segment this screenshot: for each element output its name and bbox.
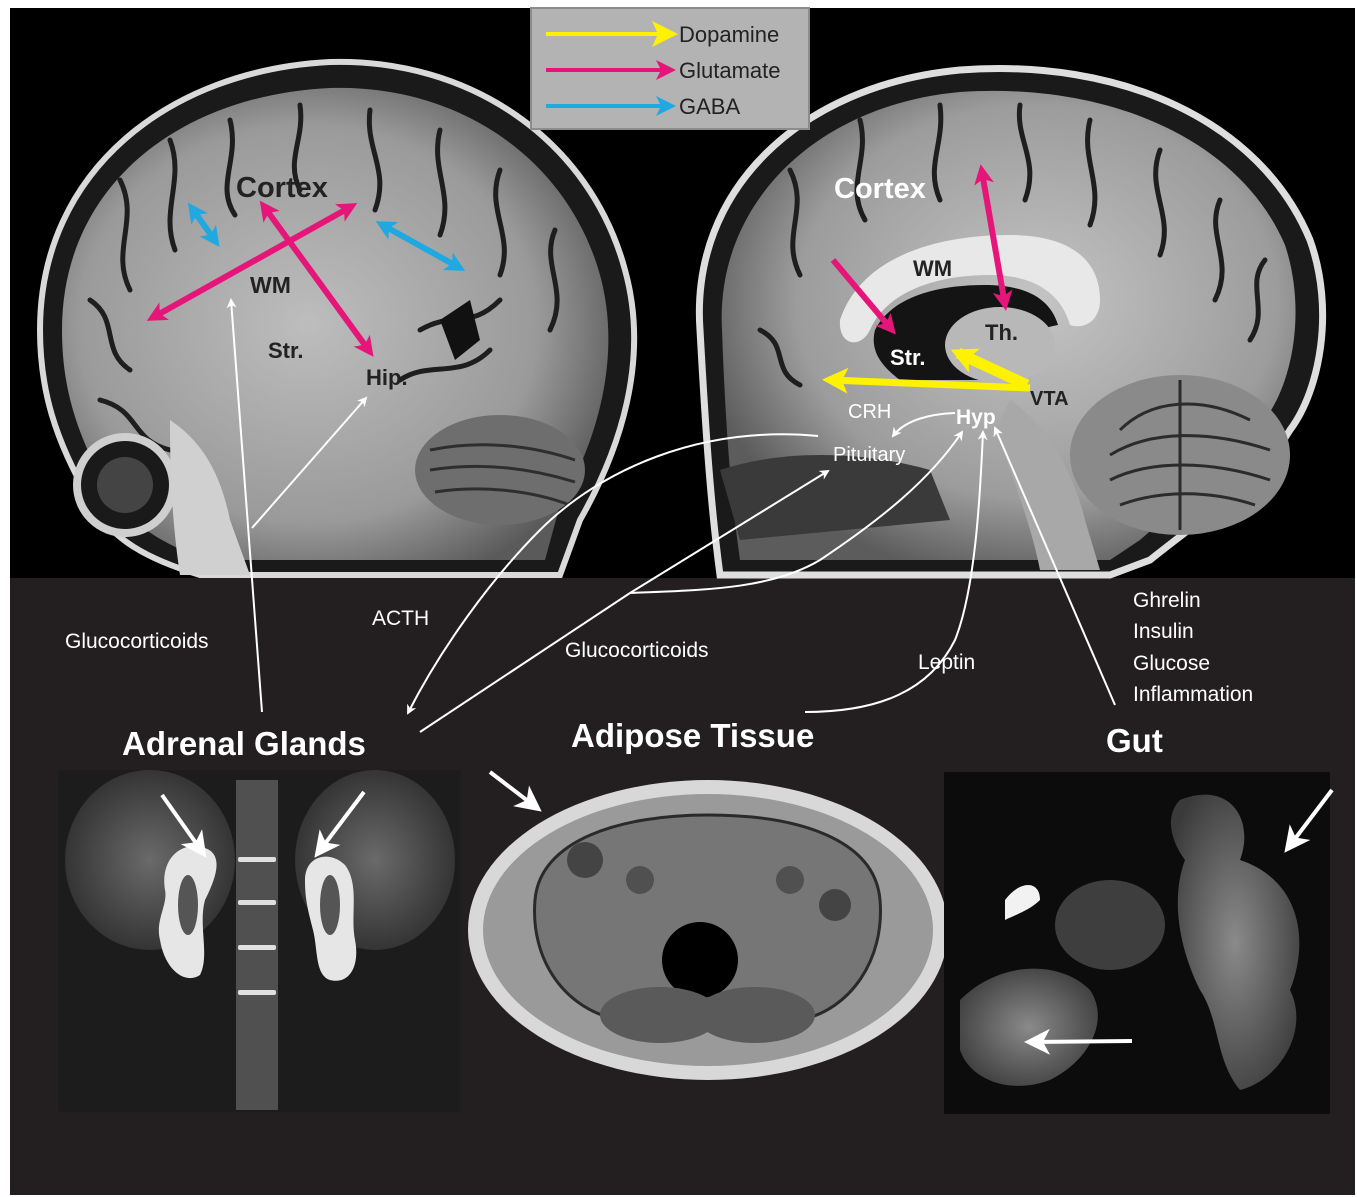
neurotransmitter-legend: DopamineGlutamateGABA (531, 8, 809, 129)
gut-pointer-bottom (1030, 1041, 1132, 1042)
glucocorticoids-left-label: Glucocorticoids (65, 630, 209, 653)
legend-label-dopamine: Dopamine (679, 22, 779, 47)
adrenal-mri-image (58, 770, 461, 1112)
gut-title: Gut (1106, 722, 1163, 759)
gut-signal-inflammation: Inflammation (1133, 683, 1253, 706)
right-str-label: Str. (890, 345, 925, 370)
acth-label: ACTH (372, 607, 429, 630)
vta-label: VTA (1030, 388, 1069, 410)
pituitary-label: Pituitary (833, 444, 905, 466)
right-cerebellum (1070, 375, 1290, 535)
right-cortex-label: Cortex (834, 173, 926, 205)
left-brain-mri (40, 62, 634, 575)
adipose-tissue-title: Adipose Tissue (571, 717, 814, 754)
gut-mri-image (944, 772, 1332, 1114)
gut-signal-glucose: Glucose (1133, 652, 1210, 675)
legend-label-glutamate: Glutamate (679, 58, 781, 83)
gut-signal-insulin: Insulin (1133, 620, 1194, 643)
crh-label: CRH (848, 401, 891, 423)
left-wm-label: WM (250, 272, 291, 298)
left-str-label: Str. (268, 338, 303, 363)
hypothalamus-label: Hyp (956, 406, 996, 429)
left-cortex-label: Cortex (236, 172, 328, 204)
legend-label-gaba: GABA (679, 94, 740, 119)
leptin-label: Leptin (918, 651, 975, 674)
thalamus-label: Th. (985, 320, 1018, 345)
left-hip-label: Hip. (366, 365, 408, 390)
spine (236, 780, 278, 1110)
adrenal-glands-title: Adrenal Glands (122, 725, 366, 762)
glucocorticoids-mid-label: Glucocorticoids (565, 639, 709, 662)
right-wm-label: WM (913, 256, 952, 281)
gut-signal-ghrelin: Ghrelin (1133, 589, 1201, 612)
